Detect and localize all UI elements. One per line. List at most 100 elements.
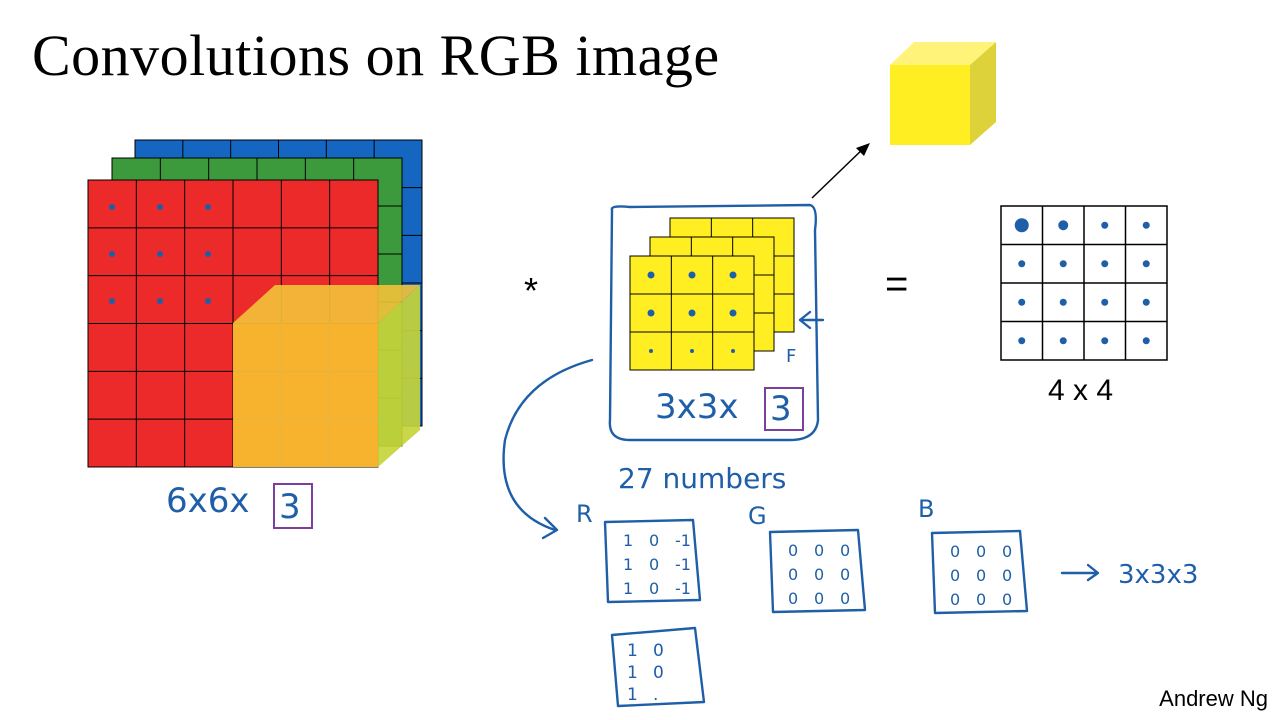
input-volume xyxy=(87,139,423,468)
channel-filter-value: 0 xyxy=(950,566,960,585)
channel-filter-value: 0 xyxy=(814,589,824,608)
output-dot xyxy=(1101,260,1109,268)
channel-filter-value: 0 xyxy=(788,541,798,560)
input-channels-text: 3 xyxy=(279,487,301,527)
channel-filter-value: 1 xyxy=(623,555,633,574)
convolve-operator: * xyxy=(524,270,539,311)
slide-title: Convolutions on RGB image xyxy=(32,23,720,88)
output-dot xyxy=(1018,337,1026,345)
channel-filter-value: 0 xyxy=(649,555,659,574)
output-grid-lines xyxy=(1001,206,1167,360)
output-dot xyxy=(1101,221,1109,229)
channel-filter-bracket xyxy=(768,528,867,614)
filter-front-grid xyxy=(630,256,754,370)
output-dot xyxy=(1059,260,1067,268)
filter-window-front xyxy=(233,323,378,467)
extra-filter-value: 1 xyxy=(627,663,638,683)
input-dot xyxy=(205,298,211,304)
filter-to-output-arrow xyxy=(811,143,870,199)
output-dot xyxy=(1014,218,1029,233)
channel-filter-value: 0 xyxy=(840,565,850,584)
filter-window-side xyxy=(378,285,420,467)
channel-filter-value: 0 xyxy=(976,542,986,561)
filter-pointer-arrow xyxy=(798,310,825,330)
extra-filter-value: 0 xyxy=(653,663,664,683)
channel-filter-value: 0 xyxy=(788,565,798,584)
input-dot xyxy=(109,298,115,304)
filter-dot xyxy=(690,349,694,353)
output-dot xyxy=(1142,260,1150,268)
channel-filter-value: 0 xyxy=(1002,566,1012,585)
filter-volume: F 3x3x 3 xyxy=(608,203,825,442)
channel-filter-value: 0 xyxy=(840,541,850,560)
output-value-dots xyxy=(1014,218,1150,345)
filter-dot xyxy=(649,349,653,353)
channel-filter-bracket xyxy=(930,529,1029,615)
output-dot xyxy=(1142,298,1150,306)
receptive-field-dots xyxy=(109,204,211,304)
input-dot xyxy=(109,251,115,257)
channel-filter-value: 0 xyxy=(814,565,824,584)
channel-filter-value: -1 xyxy=(675,579,691,598)
extra-filter-bracket xyxy=(610,626,706,708)
channel-filter-value: 0 xyxy=(788,589,798,608)
input-channels-box xyxy=(273,483,313,529)
output-dot xyxy=(1059,298,1067,306)
extra-filter-value: 1 xyxy=(627,685,638,705)
expand-filter-arrow xyxy=(502,358,594,540)
channel-filter-value: 0 xyxy=(649,531,659,550)
channel-filter-value: 1 xyxy=(623,531,633,550)
input-dimension-label: 6x6x 3 xyxy=(166,481,313,529)
channel-filter-value: 0 xyxy=(840,589,850,608)
extra-filter-value: 1 xyxy=(627,641,638,661)
output-grid xyxy=(1000,205,1168,361)
channel-filter-value: 0 xyxy=(1002,542,1012,561)
channel-filter-label: R xyxy=(576,500,593,528)
filter-dot xyxy=(647,309,655,317)
extra-filter-value: 0 xyxy=(653,641,664,661)
channel-filter-value: 0 xyxy=(1002,590,1012,609)
output-dot xyxy=(1018,298,1026,306)
stack-arrow xyxy=(1060,563,1100,582)
channel-filter-label: B xyxy=(918,495,934,523)
author-credit: Andrew Ng xyxy=(1159,686,1268,711)
filter-enclosure xyxy=(608,203,820,442)
channel-filter-value: 1 xyxy=(623,579,633,598)
channel-filter-value: -1 xyxy=(675,531,691,550)
input-dot xyxy=(205,204,211,210)
channel-filter-value: 0 xyxy=(814,541,824,560)
channel-filter-value: 0 xyxy=(976,566,986,585)
channel-filter-bracket xyxy=(603,518,702,604)
numbers-note: 27 numbers xyxy=(618,462,786,495)
output-dot xyxy=(1101,298,1109,306)
filter-dot xyxy=(688,271,696,279)
channel-filter-value: 0 xyxy=(950,542,960,561)
output-dot xyxy=(1142,221,1150,229)
input-dot xyxy=(109,204,115,210)
channel-filter-value: 0 xyxy=(976,590,986,609)
output-dot xyxy=(1142,337,1150,345)
stack-note: 3x3x3 xyxy=(1060,560,1198,590)
filter-channels-box xyxy=(764,387,804,431)
input-dot xyxy=(157,298,163,304)
filter-weight-dots xyxy=(647,271,737,353)
input-dims-text: 6x6x xyxy=(166,481,250,521)
input-dot xyxy=(157,204,163,210)
filter-dot xyxy=(731,349,735,353)
filter-dot xyxy=(688,309,696,317)
filter-window-top xyxy=(233,285,420,323)
channel-filter-value: -1 xyxy=(675,555,691,574)
filter-window-grid xyxy=(233,323,378,467)
channel-filter-label: G xyxy=(748,502,767,530)
filter-dims-text: 3x3x xyxy=(655,387,739,427)
input-dot xyxy=(205,251,211,257)
filter-channels-text: 3 xyxy=(770,389,792,429)
output-dot xyxy=(1058,220,1069,231)
